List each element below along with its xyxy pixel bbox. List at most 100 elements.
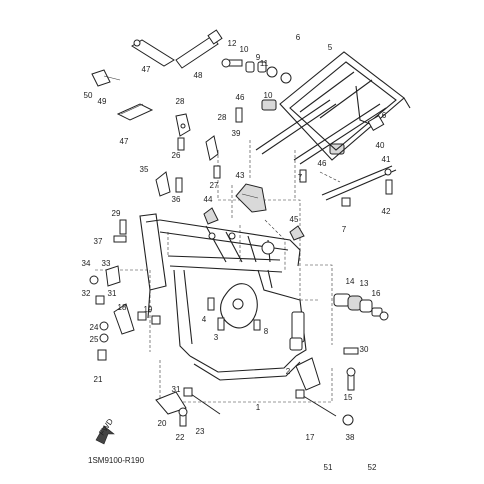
callout-37: 37 bbox=[94, 237, 103, 246]
callout-32: 32 bbox=[82, 289, 91, 298]
callout-36: 36 bbox=[172, 195, 181, 204]
bolt-3 bbox=[217, 317, 225, 331]
bolt-39 bbox=[113, 235, 127, 243]
callout-26: 26 bbox=[172, 151, 181, 160]
collar-26 bbox=[99, 321, 109, 331]
bolt-31a bbox=[119, 219, 127, 235]
bolt-4 bbox=[207, 297, 215, 311]
bolt-20 bbox=[137, 311, 147, 321]
bracket-30 bbox=[175, 113, 191, 137]
callout-27: 27 bbox=[210, 181, 219, 190]
callout-31: 31 bbox=[172, 385, 181, 394]
clamp-46a bbox=[203, 207, 219, 225]
bolt-34 bbox=[95, 295, 105, 305]
callout-7: 7 bbox=[298, 173, 303, 182]
callout-52: 52 bbox=[368, 463, 377, 472]
callout-47: 47 bbox=[142, 65, 151, 74]
callout-19: 19 bbox=[144, 305, 153, 314]
callout-33: 33 bbox=[102, 259, 111, 268]
manual-49 bbox=[116, 103, 154, 121]
bolt-8 bbox=[253, 319, 261, 331]
main-frame bbox=[139, 213, 307, 381]
callout-28: 28 bbox=[218, 113, 227, 122]
callout-35: 35 bbox=[140, 165, 149, 174]
bracket-32 bbox=[113, 303, 135, 335]
callout-8: 8 bbox=[264, 327, 269, 336]
callout-23: 23 bbox=[196, 427, 205, 436]
clamp-46b bbox=[289, 225, 305, 241]
callout-45: 45 bbox=[290, 215, 299, 224]
bolt-16 bbox=[346, 367, 356, 391]
bolt-44 bbox=[385, 179, 393, 195]
callout-7: 7 bbox=[342, 225, 347, 234]
bolt-25 bbox=[183, 387, 221, 415]
nut-27 bbox=[99, 333, 109, 343]
bolt-31b bbox=[343, 347, 359, 355]
callout-21: 21 bbox=[94, 375, 103, 384]
bolt-21 bbox=[151, 315, 161, 325]
bushing-9 bbox=[257, 61, 267, 73]
rear-subframe bbox=[255, 51, 411, 201]
bolt-28b bbox=[213, 165, 221, 179]
clamp-37 bbox=[155, 171, 171, 197]
callout-39: 39 bbox=[232, 129, 241, 138]
collar-10 bbox=[245, 61, 255, 73]
callout-46: 46 bbox=[318, 159, 327, 168]
bolt-43 bbox=[384, 168, 392, 176]
callout-46: 46 bbox=[236, 93, 245, 102]
bolt-28a bbox=[177, 137, 185, 151]
tool-wrench bbox=[131, 39, 175, 67]
callout-3: 3 bbox=[214, 333, 219, 342]
bolt-19 bbox=[295, 389, 337, 417]
callout-22: 22 bbox=[176, 433, 185, 442]
callout-47: 47 bbox=[120, 137, 129, 146]
callout-16: 16 bbox=[372, 289, 381, 298]
damper-47 bbox=[261, 99, 277, 111]
callout-14: 14 bbox=[346, 277, 355, 286]
callout-25: 25 bbox=[90, 335, 99, 344]
callout-41: 41 bbox=[382, 155, 391, 164]
callout-13: 13 bbox=[360, 279, 369, 288]
bolt-12 bbox=[221, 58, 243, 68]
stay-29 bbox=[205, 135, 219, 161]
callout-17: 17 bbox=[306, 433, 315, 442]
callout-9: 9 bbox=[256, 53, 261, 62]
bolt-7b bbox=[341, 197, 351, 207]
nut-36 bbox=[89, 275, 99, 285]
bolt-41 bbox=[235, 107, 243, 123]
callout-44: 44 bbox=[204, 195, 213, 204]
tool-socket bbox=[175, 29, 223, 69]
callout-38: 38 bbox=[346, 433, 355, 442]
callout-34: 34 bbox=[82, 259, 91, 268]
callout-18: 18 bbox=[118, 303, 127, 312]
nut-10b bbox=[280, 72, 292, 84]
callout-10: 10 bbox=[240, 45, 249, 54]
bolt-24 bbox=[178, 407, 188, 427]
bolt-24b bbox=[97, 349, 107, 361]
callout-4: 4 bbox=[202, 315, 207, 324]
callout-43: 43 bbox=[236, 171, 245, 180]
guard-45 bbox=[235, 183, 267, 213]
callout-12: 12 bbox=[228, 39, 237, 48]
callout-50: 50 bbox=[84, 91, 93, 100]
callout-30: 30 bbox=[360, 345, 369, 354]
callout-51: 51 bbox=[324, 463, 333, 472]
callout-10: 10 bbox=[264, 91, 273, 100]
callout-48: 48 bbox=[194, 71, 203, 80]
callout-29: 29 bbox=[112, 209, 121, 218]
callout-40: 40 bbox=[376, 141, 385, 150]
callout-42: 42 bbox=[382, 207, 391, 216]
diagram-part-code: 1SM9100-R190 bbox=[88, 456, 145, 465]
callout-2: 2 bbox=[286, 367, 291, 376]
callout-5: 5 bbox=[328, 43, 333, 52]
callout-15: 15 bbox=[344, 393, 353, 402]
cap-18 bbox=[379, 311, 389, 321]
fwd-arrow-icon: FWD bbox=[95, 417, 115, 445]
callout-28: 28 bbox=[176, 97, 185, 106]
bolt-38 bbox=[175, 177, 183, 193]
callout-49: 49 bbox=[98, 97, 107, 106]
bracket-22 bbox=[155, 391, 187, 415]
